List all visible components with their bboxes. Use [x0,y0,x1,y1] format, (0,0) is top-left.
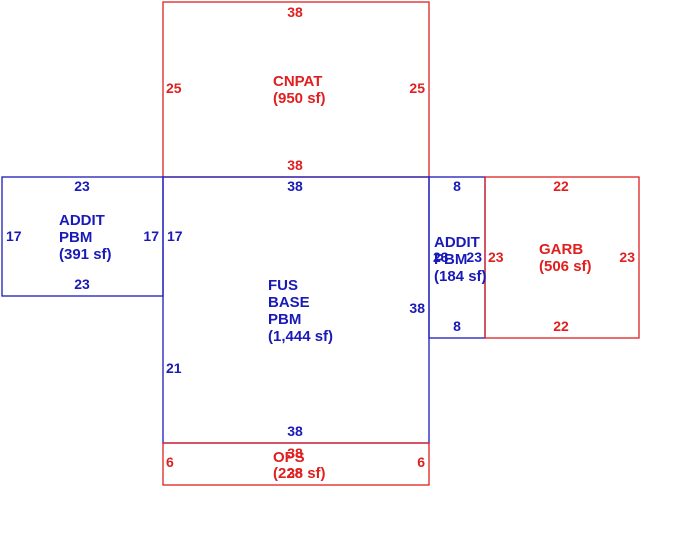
addit-left-label: ADDIT [59,212,105,229]
addit-right-area: (184 sf) [434,268,487,285]
addit-right-dim-right: 23 [466,249,482,265]
addit-left-dim-right: 17 [143,228,159,244]
cnpat-dim-top: 38 [287,4,303,20]
ops-area: (228 sf) [273,465,326,482]
garb-dim-left: 23 [488,249,504,265]
fus-dim-right: 38 [409,300,425,316]
addit-left-area: (391 sf) [59,246,112,263]
garb-outline [484,176,640,339]
addit-right-label: ADDIT [434,234,480,251]
garb-dim-bottom: 22 [553,318,569,334]
ops-dim-bottom: 38 [287,465,303,481]
addit-right-dim-bottom: 8 [453,318,461,334]
garb-label: GARB [539,241,583,258]
ops-label: OPS [273,449,305,466]
fus-dim-top: 38 [287,178,303,194]
garb-dim-top: 22 [553,178,569,194]
addit-left-dim-bottom: 23 [74,276,90,292]
addit-left-dim-left: 17 [6,228,22,244]
cnpat-area: (950 sf) [273,90,326,107]
cnpat-dim-right: 25 [409,80,425,96]
cnpat-dim-left: 25 [166,80,182,96]
cnpat-dim-bottom: 38 [287,157,303,173]
fus-area: (1,444 sf) [268,328,333,345]
fus-label: FUS [268,277,298,294]
fus-label-2: BASE [268,294,310,311]
fus-dim-left-upper: 17 [167,228,183,244]
addit-left-label-2: PBM [59,229,92,246]
addit-left-dim-top: 23 [74,178,90,194]
fus-dim-left-lower: 21 [166,360,182,376]
garb-dim-right: 23 [619,249,635,265]
garb-area: (506 sf) [539,258,592,275]
fus-dim-bottom: 38 [287,423,303,439]
cnpat-label: CNPAT [273,73,322,90]
addit-right-dim-top: 8 [453,178,461,194]
ops-dim-right: 6 [417,454,425,470]
ops-dim-left: 6 [166,454,174,470]
ops-outline [162,442,430,486]
addit-right-label-2: PBM [434,251,467,268]
fus-label-3: PBM [268,311,301,328]
ops-dim-top: 38 [287,445,303,461]
addit-right-dim-left: 23 [433,249,449,265]
